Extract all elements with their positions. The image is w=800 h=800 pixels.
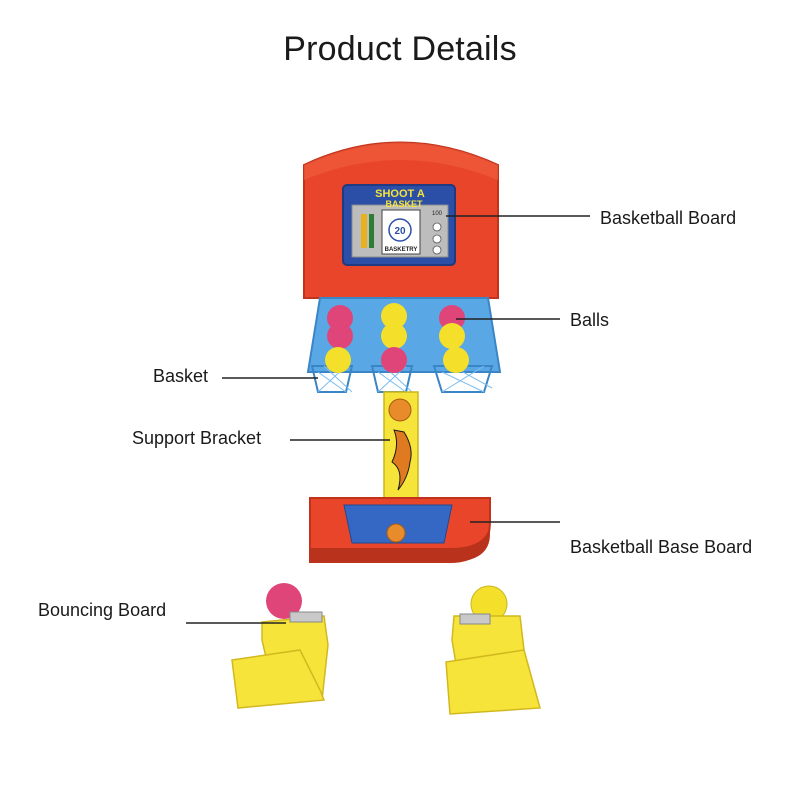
page-title: Product Details [283, 30, 517, 68]
sign-line1: SHOOT A [375, 188, 425, 200]
basketball-base-board [309, 497, 491, 563]
balls [325, 303, 469, 373]
callout-lines [186, 215, 590, 624]
callout-balls: Balls [570, 310, 610, 330]
score-value: 20 [394, 226, 406, 237]
callout-support-bracket: Support Bracket [132, 428, 262, 448]
basketball-board: SHOOT A BASKET 20 BASKETRY 100 [303, 141, 499, 299]
callout-bouncing-board: Bouncing Board [38, 600, 167, 620]
support-bracket [383, 391, 419, 505]
callout-basketball-board: Basketball Board [600, 208, 737, 228]
callout-basket: Basket [153, 366, 209, 386]
sign-line2: BASKET [385, 199, 423, 209]
score-label: BASKETRY [385, 247, 418, 253]
callout-base-board: Basketball Base Board [570, 537, 753, 557]
score-tick-top: 100 [432, 211, 443, 217]
bouncing-board-right [445, 585, 541, 715]
bouncing-board-left [231, 583, 329, 709]
